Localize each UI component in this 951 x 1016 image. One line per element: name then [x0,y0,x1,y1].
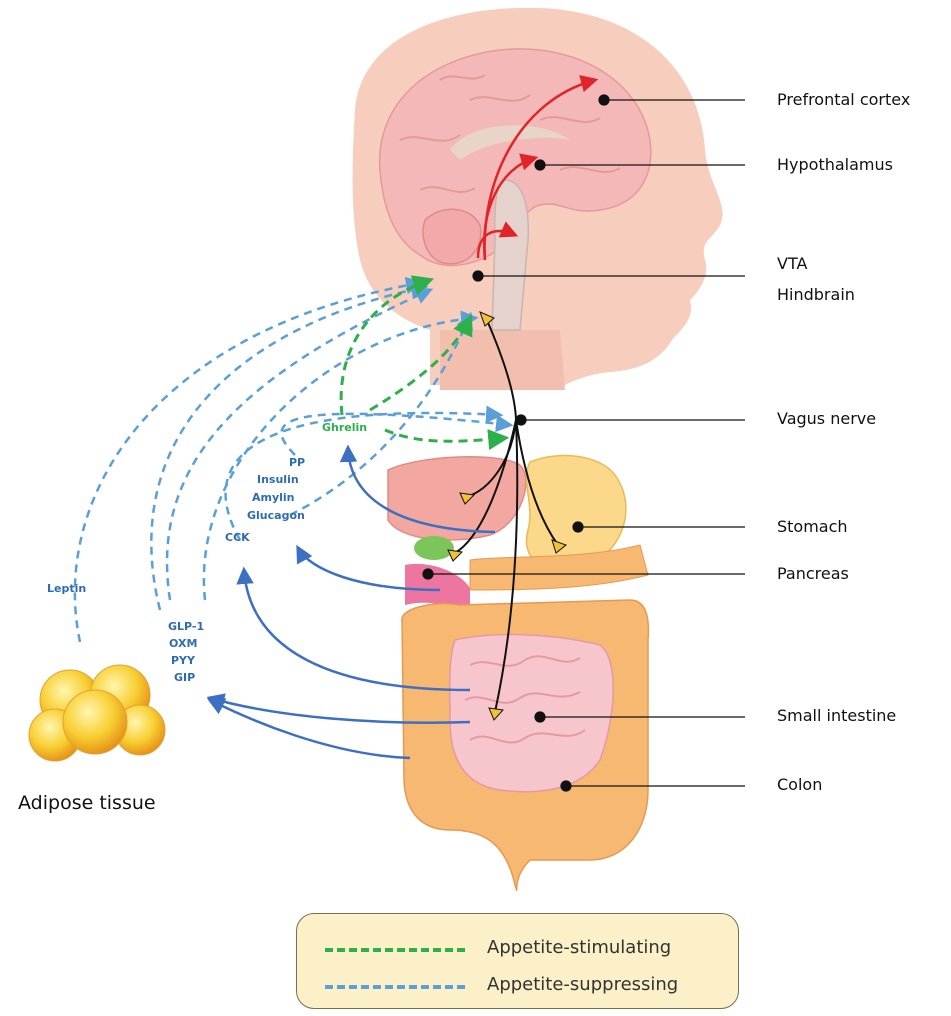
label-pancreas: Pancreas [777,564,849,583]
label-prefrontal-cortex: Prefrontal cortex [777,90,910,109]
legend-row-suppressing: Appetite-suppressing [297,971,738,1001]
hormone-cck: CCK [225,531,250,544]
hormone-leptin: Leptin [47,582,86,595]
hormone-insulin: Insulin [257,473,299,486]
hormone-amylin: Amylin [252,491,295,504]
legend-swatch-stimulating [325,948,465,952]
legend-swatch-suppressing [325,985,465,989]
label-small-intestine: Small intestine [777,706,896,725]
hormone-pyy: PYY [171,654,195,667]
hormone-gip: GIP [174,671,195,684]
label-stomach: Stomach [777,517,848,536]
legend-row-stimulating: Appetite-stimulating [297,934,738,964]
label-vta: VTA [777,254,807,273]
label-hindbrain: Hindbrain [777,285,855,304]
adipose-tissue-cells [29,665,165,761]
label-adipose-tissue: Adipose tissue [18,792,156,814]
legend: Appetite-stimulating Appetite-suppressin… [296,913,739,1009]
legend-label-stimulating: Appetite-stimulating [487,937,671,958]
digestive-organs [388,456,648,891]
label-colon: Colon [777,775,822,794]
hormone-glp1: GLP-1 [168,620,204,633]
hormone-pp: PP [289,456,305,469]
hormone-oxm: OXM [169,637,197,650]
label-vagus-nerve: Vagus nerve [777,409,876,428]
hormone-glucagon: Glucagon [247,509,305,522]
hormone-ghrelin: Ghrelin [322,421,367,434]
label-hypothalamus: Hypothalamus [777,155,893,174]
legend-label-suppressing: Appetite-suppressing [487,974,678,995]
